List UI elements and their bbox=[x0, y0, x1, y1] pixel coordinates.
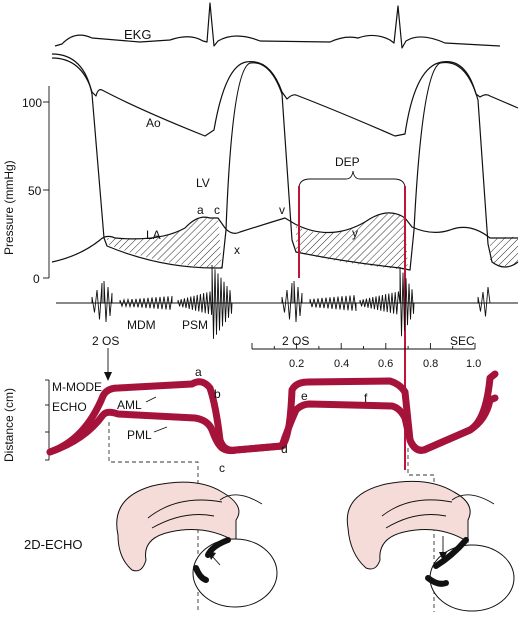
left-septum-line bbox=[151, 514, 215, 529]
right-aorta-root bbox=[451, 494, 495, 505]
connector-left bbox=[108, 422, 199, 612]
right-anterior-leaflet bbox=[433, 537, 469, 569]
left-anterior-leaflet bbox=[205, 537, 231, 558]
pressure-tick-label-0: 0 bbox=[33, 272, 40, 286]
left-aorta-root bbox=[219, 494, 263, 505]
gradient-area-2 bbox=[296, 213, 408, 270]
echo-mode-line1: M-MODE bbox=[52, 380, 102, 394]
time-tick-label-1.0: 1.0 bbox=[466, 358, 481, 370]
heart-sound-s2-2 bbox=[281, 282, 293, 320]
pml-trace bbox=[46, 394, 499, 456]
left-myocardium bbox=[116, 481, 240, 572]
right-septum-line bbox=[385, 514, 447, 529]
psm-vibrations bbox=[177, 291, 213, 315]
lv-pressure-trace bbox=[51, 53, 519, 271]
pml-leader bbox=[153, 426, 168, 433]
ekg-label: EKG bbox=[124, 27, 151, 42]
left-posterior-leaflet bbox=[193, 565, 209, 583]
pressure-tick-label-50: 50 bbox=[28, 184, 42, 198]
pressure-axis-label: Pressure (mmHg) bbox=[2, 160, 16, 255]
time-unit-label: SEC bbox=[450, 334, 475, 348]
opening-snap-sound-1 bbox=[103, 280, 113, 323]
heart-sound-s2-1 bbox=[91, 282, 103, 320]
mdm-vibrations-2 bbox=[309, 295, 357, 312]
wave-point-x: x bbox=[234, 243, 240, 257]
wave-point-a: a bbox=[197, 203, 204, 217]
two-d-echo-label: 2D-ECHO bbox=[24, 537, 83, 552]
gradient-area-3 bbox=[490, 236, 518, 266]
right-echo-arrow-head bbox=[439, 552, 447, 561]
left-echo-arrow-head bbox=[208, 551, 216, 560]
wave-point-v: v bbox=[279, 203, 285, 217]
opening-snap-label-2: 2 OS bbox=[282, 334, 309, 348]
echo-point-e: e bbox=[301, 389, 308, 403]
right-outflow-line bbox=[381, 499, 453, 517]
aml-leader bbox=[145, 396, 157, 403]
opening-snap-sound-2 bbox=[293, 280, 303, 323]
time-tick-label-0.6: 0.6 bbox=[378, 358, 393, 370]
pml-label: PML bbox=[127, 428, 152, 442]
first-heart-sound-2 bbox=[399, 266, 415, 337]
echo-point-f: f bbox=[364, 391, 368, 405]
echo-mode-line2: ECHO bbox=[52, 400, 87, 414]
ekg-trace bbox=[54, 2, 501, 49]
psm-vibrations-2 bbox=[359, 291, 401, 315]
opening-snap-label-1: 2 OS bbox=[92, 334, 119, 348]
aortic-label: Ao bbox=[146, 116, 161, 130]
wave-point-c: c bbox=[214, 203, 220, 217]
heart-sound-s2-3 bbox=[477, 286, 491, 317]
time-scale-ticks bbox=[251, 343, 476, 349]
left-outflow-line bbox=[147, 499, 223, 519]
echo-point-d: d bbox=[281, 442, 288, 456]
la-label: LA bbox=[146, 228, 161, 242]
right-posterior-leaflet bbox=[425, 575, 449, 587]
time-tick-label-0.8: 0.8 bbox=[423, 358, 438, 370]
pressure-tick-label-100: 100 bbox=[22, 96, 42, 110]
first-heart-sound-1 bbox=[211, 264, 233, 339]
left-echo-arrow bbox=[211, 555, 221, 566]
echo-point-a: a bbox=[195, 365, 202, 379]
left-atrium-chamber bbox=[192, 538, 278, 608]
gradient-area-1 bbox=[107, 217, 222, 268]
opening-snap-arrow-head bbox=[104, 372, 112, 381]
mdm-vibrations bbox=[119, 295, 173, 310]
phonocardiogram-trace bbox=[91, 264, 491, 339]
la-pressure-trace bbox=[51, 212, 518, 263]
right-myocardium bbox=[346, 480, 471, 570]
wave-point-y: y bbox=[352, 226, 358, 240]
dep-label: DEP bbox=[335, 155, 360, 169]
psm-label: PSM bbox=[182, 318, 208, 332]
heart-2d-right bbox=[346, 480, 515, 612]
dep-bracket bbox=[298, 170, 406, 188]
time-tick-label-0.4: 0.4 bbox=[334, 358, 349, 370]
aml-label: AML bbox=[117, 398, 142, 412]
echo-point-b: b bbox=[214, 387, 221, 401]
heart-2d-left bbox=[116, 481, 278, 608]
connector-right bbox=[407, 448, 435, 612]
time-tick-label-0.2: 0.2 bbox=[289, 358, 304, 370]
lv-label: LV bbox=[196, 176, 210, 190]
mdm-label: MDM bbox=[127, 318, 156, 332]
distance-axis-label: Distance (cm) bbox=[2, 388, 16, 462]
aortic-pressure-trace bbox=[51, 57, 519, 137]
echo-point-c: c bbox=[219, 461, 225, 475]
